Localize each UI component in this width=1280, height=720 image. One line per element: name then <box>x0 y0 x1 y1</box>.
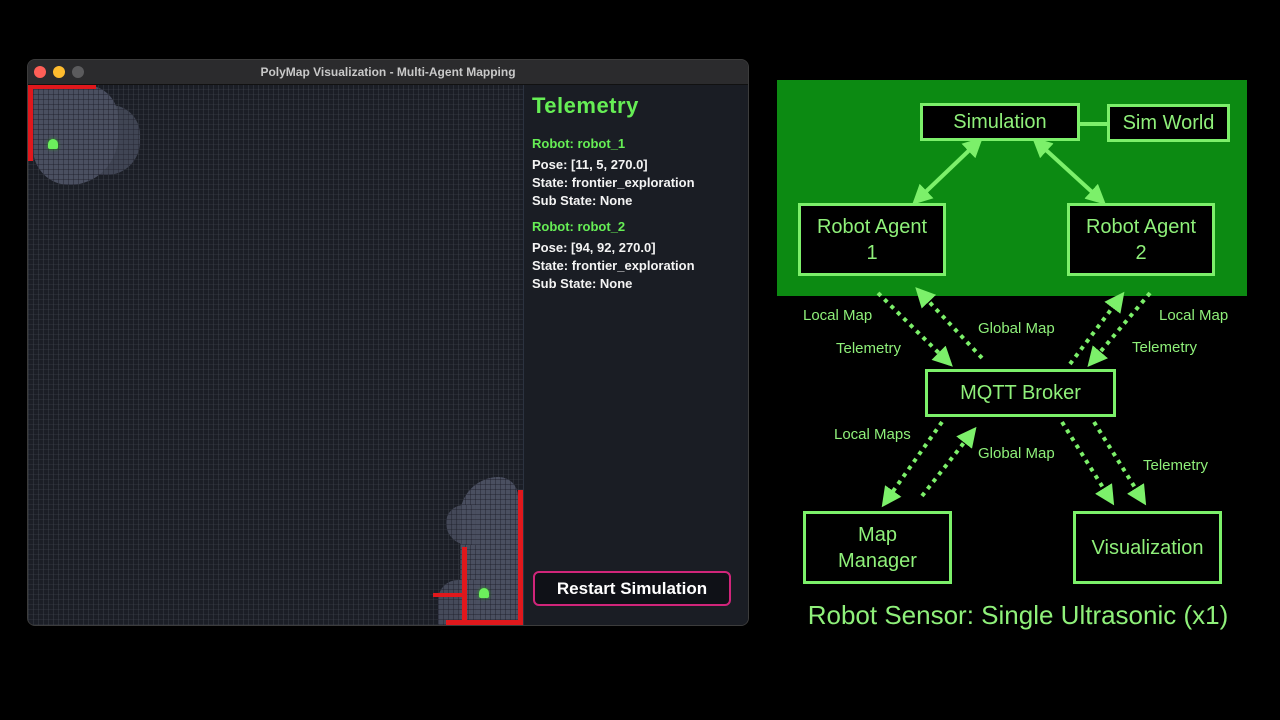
minimize-window-button[interactable] <box>53 66 65 78</box>
edge-label-telemetry: Telemetry <box>1132 339 1198 356</box>
robot-2-marker <box>479 588 489 598</box>
edge-broker-globalmap-robot1 <box>915 287 984 360</box>
robot-1-telemetry: Robot: robot_1 Pose: [11, 5, 270.0] Stat… <box>532 135 695 210</box>
visualization-node: Visualization <box>1073 511 1222 584</box>
edge-simulation-robot2 <box>1032 137 1106 205</box>
edge-simulation-robot1 <box>912 137 983 205</box>
simulation-node: Simulation <box>920 103 1080 141</box>
edge-label-global-map: Global Map <box>978 320 1055 337</box>
edge-broker-visualization-1 <box>1060 420 1115 506</box>
edge-label-telemetry: Telemetry <box>1143 457 1209 474</box>
map-manager-node: Map Manager <box>803 511 952 584</box>
obstacle-wall <box>433 593 463 597</box>
window-title: PolyMap Visualization - Multi-Agent Mapp… <box>260 65 516 79</box>
robot-1-marker <box>48 139 58 149</box>
title-bar: PolyMap Visualization - Multi-Agent Mapp… <box>28 60 748 85</box>
robot-state: State: frontier_exploration <box>532 258 695 273</box>
sim-world-node: Sim World <box>1107 104 1230 142</box>
edge-label-telemetry: Telemetry <box>836 340 902 357</box>
edge-label-local-map: Local Map <box>1159 307 1229 324</box>
app-window: PolyMap Visualization - Multi-Agent Mapp… <box>27 59 749 626</box>
robot-name: Robot: robot_1 <box>532 136 626 151</box>
edge-robot2-telemetry <box>1087 291 1152 368</box>
robot-sub-state: Sub State: None <box>532 193 633 208</box>
diagram-edges <box>876 122 1152 508</box>
robot-state: State: frontier_exploration <box>532 175 695 190</box>
sensor-caption: Robot Sensor: Single Ultrasonic (x1) <box>807 600 1229 630</box>
close-window-button[interactable] <box>34 66 46 78</box>
telemetry-panel: Telemetry Robot: robot_1 Pose: [11, 5, 2… <box>524 85 748 625</box>
robot-sub-state: Sub State: None <box>532 276 633 291</box>
edge-localmaps-to-manager <box>881 420 944 508</box>
edge-broker-globalmap-robot2 <box>1068 291 1125 366</box>
explored-area-robot-2-base <box>438 580 478 625</box>
robot-2-telemetry: Robot: robot_2 Pose: [94, 92, 270.0] Sta… <box>532 218 695 293</box>
telemetry-title: Telemetry <box>532 93 639 118</box>
edge-label-local-map: Local Map <box>803 307 873 324</box>
mqtt-broker-node: MQTT Broker <box>925 369 1116 417</box>
obstacle-wall <box>462 547 467 625</box>
restart-simulation-button[interactable]: Restart Simulation <box>533 571 731 606</box>
robot-agent-1-node: Robot Agent 1 <box>798 203 946 276</box>
explored-area-robot-2-fringe <box>446 505 476 545</box>
obstacle-wall <box>446 620 523 625</box>
maximize-window-button[interactable] <box>72 66 84 78</box>
obstacle-wall <box>28 85 33 161</box>
explored-area-robot-1 <box>33 85 118 185</box>
robot-name: Robot: robot_2 <box>532 219 626 234</box>
obstacle-wall <box>518 490 523 625</box>
robot-pose: Pose: [11, 5, 270.0] <box>532 157 648 172</box>
architecture-diagram: Simulation Sim World Robot Agent 1 Robot… <box>760 70 1270 650</box>
obstacle-wall <box>28 85 96 89</box>
edge-broker-visualization-2 <box>1092 420 1147 506</box>
robot-agent-2-node: Robot Agent 2 <box>1067 203 1215 276</box>
robot-pose: Pose: [94, 92, 270.0] <box>532 240 656 255</box>
edge-label-global-map: Global Map <box>978 445 1055 462</box>
edge-robot1-localmap <box>876 291 953 367</box>
edge-label-local-maps: Local Maps <box>834 426 911 443</box>
occupancy-grid-map[interactable] <box>28 85 524 625</box>
explored-area-robot-1-fringe <box>88 105 140 175</box>
